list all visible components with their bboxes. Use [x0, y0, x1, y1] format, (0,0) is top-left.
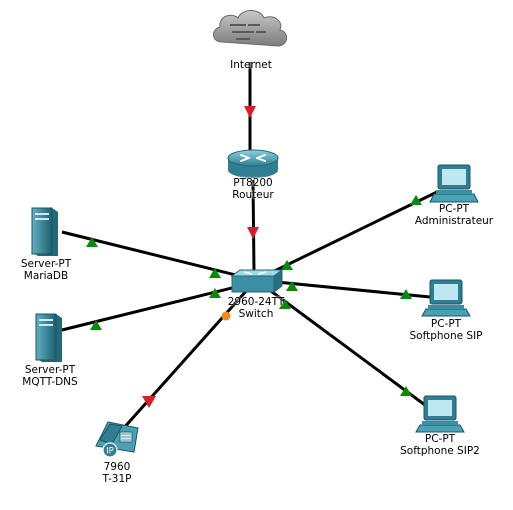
- server-mariadb-name-label: MariaDB: [23, 270, 69, 282]
- link-mariadb-switch[interactable]: [61, 230, 257, 282]
- router-label: PT8200 Routeur: [173, 177, 333, 201]
- status-up-marker: [279, 299, 291, 309]
- server-icon: [31, 207, 58, 256]
- status-pending-marker: [221, 311, 231, 321]
- status-up-marker: [86, 237, 98, 247]
- switch-label: 2960-24TT Switch: [176, 296, 336, 320]
- server-mariadb-model-label: Server-PT: [20, 258, 72, 270]
- pc-admin-device[interactable]: [429, 164, 479, 203]
- links-layer: [61, 62, 438, 431]
- pc-softphone-device[interactable]: [421, 279, 471, 317]
- status-down-marker: [142, 396, 156, 408]
- status-up-marker: [400, 386, 412, 396]
- ip-badge-text: IP: [106, 447, 114, 457]
- pc-softphone-model-label: PC-PT: [430, 318, 462, 330]
- status-up-marker: [400, 289, 412, 299]
- switch-icon: [230, 269, 284, 293]
- pc-icon: [429, 164, 479, 203]
- ip-phone-icon: IP: [95, 421, 139, 458]
- server-mariadb-label: Server-PT MariaDB: [0, 258, 126, 282]
- server-icon: [35, 313, 62, 362]
- link-status-layer: [86, 106, 422, 408]
- pc-softphone2-name-label: Softphone SIP2: [400, 445, 480, 457]
- internet-label: Internet: [171, 59, 331, 71]
- link-mqtt-switch[interactable]: [61, 280, 257, 332]
- pc-admin-name-label: Administrateur: [414, 215, 494, 227]
- link-router-switch[interactable]: [251, 179, 256, 273]
- router-icon: [227, 149, 279, 178]
- pc-admin-label: PC-PT Administrateur: [374, 203, 513, 227]
- status-up-marker: [410, 195, 422, 205]
- router-model-label: PT8200: [233, 177, 273, 189]
- link-softphone-switch[interactable]: [255, 278, 431, 299]
- cloud-icon: [213, 10, 287, 47]
- pc-softphone-name-label: Softphone SIP: [409, 330, 483, 342]
- status-down-marker: [247, 227, 259, 239]
- router-device[interactable]: [227, 149, 279, 178]
- status-up-marker: [209, 288, 221, 298]
- router-name-label: Routeur: [232, 189, 274, 201]
- pc-admin-model-label: PC-PT: [438, 203, 470, 215]
- pc-icon: [415, 395, 465, 433]
- switch-name-label: Switch: [238, 308, 274, 320]
- ip-phone-device[interactable]: IP: [95, 421, 139, 458]
- ip-phone-label: 7960 T-31P: [37, 461, 197, 485]
- server-mqtt-device[interactable]: [35, 313, 62, 362]
- ip-phone-name-label: T-31P: [102, 473, 132, 485]
- internet-label-line1: Internet: [230, 59, 272, 71]
- status-up-marker: [90, 320, 102, 330]
- link-ipphone-switch[interactable]: [120, 279, 258, 431]
- pc-icon: [421, 279, 471, 317]
- switch-device[interactable]: [230, 269, 284, 293]
- internet-cloud[interactable]: [213, 10, 287, 47]
- status-down-marker: [244, 106, 256, 118]
- pc-softphone-label: PC-PT Softphone SIP: [366, 318, 513, 342]
- status-up-marker: [281, 260, 293, 270]
- pc-softphone2-device[interactable]: [415, 395, 465, 433]
- switch-model-label: 2960-24TT: [227, 296, 285, 308]
- server-mqtt-model-label: Server-PT: [24, 364, 76, 376]
- server-mqtt-label: Server-PT MQTT-DNS: [0, 364, 130, 388]
- status-up-marker: [209, 268, 221, 278]
- ip-phone-model-label: 7960: [103, 461, 131, 473]
- pc-softphone2-label: PC-PT Softphone SIP2: [360, 433, 513, 457]
- server-mariadb-device[interactable]: [31, 207, 58, 256]
- server-mqtt-name-label: MQTT-DNS: [22, 376, 78, 388]
- pc-softphone2-model-label: PC-PT: [424, 433, 456, 445]
- status-up-marker: [286, 281, 298, 291]
